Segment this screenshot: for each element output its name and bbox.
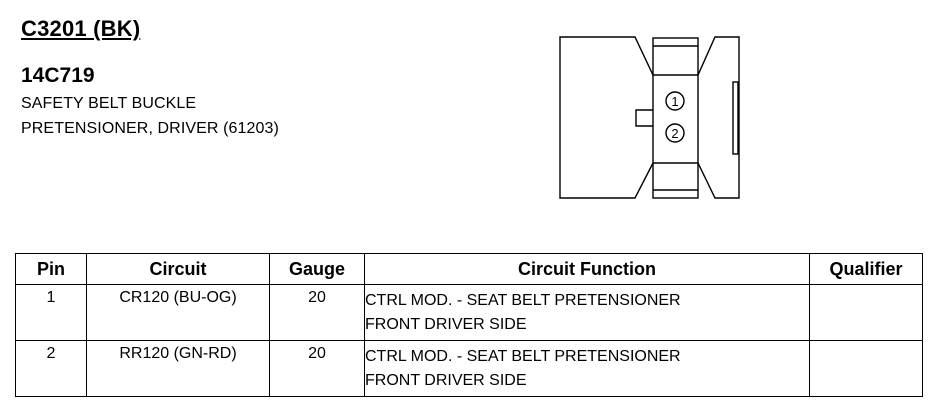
column-header-circuit: Circuit (86, 253, 270, 285)
column-header-pin: Pin (15, 253, 87, 285)
keying-notch (635, 109, 653, 127)
circuit-function-line-2: FRONT DRIVER SIDE (365, 372, 527, 389)
gauge-cell: 20 (269, 284, 365, 341)
table-row: 1 CR120 (BU-OG) 20 CTRL MOD. - SEAT BELT… (15, 284, 923, 341)
circuit-function-cell: CTRL MOD. - SEAT BELT PRETENSIONER FRONT… (364, 340, 810, 397)
column-header-gauge: Gauge (269, 253, 365, 285)
side-lock-tab (732, 81, 739, 155)
pin-cell: 1 (15, 284, 87, 341)
table-row: 2 RR120 (GN-RD) 20 CTRL MOD. - SEAT BELT… (15, 340, 923, 397)
table-header-row: Pin Circuit Gauge Circuit Function Quali… (15, 253, 923, 285)
gauge-cell: 20 (269, 340, 365, 397)
column-header-circuit-function: Circuit Function (364, 253, 810, 285)
circuit-function-line-1: CTRL MOD. - SEAT BELT PRETENSIONER (365, 292, 681, 309)
connector-face-drawing: 1 2 (559, 36, 740, 199)
pin-2-label: 2 (671, 126, 678, 141)
qualifier-cell (809, 340, 923, 397)
circuit-cell: RR120 (GN-RD) (86, 340, 270, 397)
qualifier-cell (809, 284, 923, 341)
pinout-table: Pin Circuit Gauge Circuit Function Quali… (15, 253, 923, 397)
pin-cavity-1 (665, 91, 685, 111)
pin-cell: 2 (15, 340, 87, 397)
circuit-function-line-2: FRONT DRIVER SIDE (365, 316, 527, 333)
pin-cavity-2 (665, 123, 685, 143)
part-number: 14C719 (21, 64, 95, 87)
pin-1-label: 1 (671, 94, 678, 109)
column-header-qualifier: Qualifier (809, 253, 923, 285)
description-line-1: SAFETY BELT BUCKLE (21, 95, 197, 112)
connector-latch-body (652, 37, 699, 199)
circuit-function-cell: CTRL MOD. - SEAT BELT PRETENSIONER FRONT… (364, 284, 810, 341)
circuit-cell: CR120 (BU-OG) (86, 284, 270, 341)
circuit-function-line-1: CTRL MOD. - SEAT BELT PRETENSIONER (365, 348, 681, 365)
connector-housing-outline (559, 36, 740, 199)
connector-id-title: C3201 (BK) (21, 16, 141, 41)
description-line-2: PRETENSIONER, DRIVER (61203) (21, 120, 279, 137)
